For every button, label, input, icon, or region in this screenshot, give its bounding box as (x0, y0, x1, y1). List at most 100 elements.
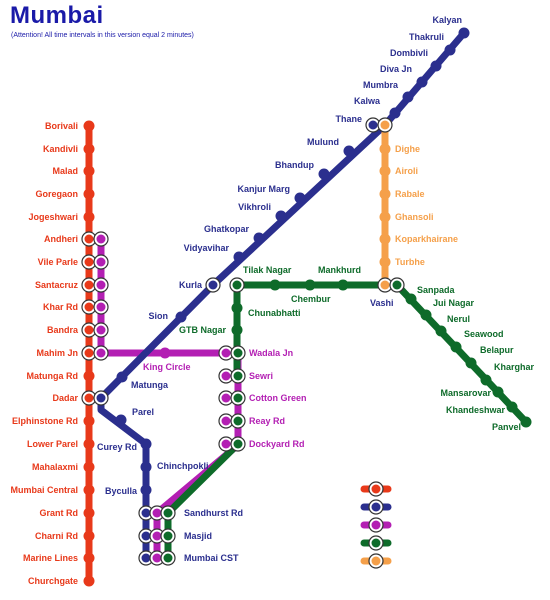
station-label-king-circle: King Circle (143, 362, 191, 372)
station-kalwa[interactable] (389, 107, 401, 119)
station-masjid-trans-core (163, 531, 173, 541)
station-mahalaxmi[interactable] (83, 461, 95, 473)
station-curey-rd[interactable] (140, 438, 152, 450)
station-sanpada[interactable] (405, 293, 417, 305)
station-label-jui-nagar: Jui Nagar (433, 298, 475, 308)
station-chinchpokli[interactable] (140, 461, 152, 473)
station-label-jogeshwari: Jogeshwari (28, 212, 78, 222)
station-turbhe[interactable] (379, 256, 391, 268)
station-airoli[interactable] (379, 165, 391, 177)
station-label-parel: Parel (132, 407, 154, 417)
station-label-koparkhairane: Koparkhairane (395, 234, 458, 244)
trans-harbour-line-panvel (393, 281, 530, 426)
station-label-kalyan: Kalyan (432, 15, 462, 25)
station-mankhurd[interactable] (337, 279, 349, 291)
station-label-belapur: Belapur (480, 345, 514, 355)
station-label-khandeshwar: Khandeshwar (446, 405, 506, 415)
station-label-sandhurst-rd: Sandhurst Rd (184, 508, 243, 518)
station-label-chembur: Chembur (291, 294, 331, 304)
station-ghansoli[interactable] (379, 211, 391, 223)
station-dombivli[interactable] (430, 60, 442, 72)
station-label-kharghar: Kharghar (494, 362, 535, 372)
station-panvel[interactable] (520, 416, 532, 428)
station-churchgate[interactable] (83, 575, 95, 587)
station-label-diva-jn: Diva Jn (380, 64, 412, 74)
legend-marker-core-trans-harbour (371, 538, 381, 548)
station-cotton-green-core (221, 393, 231, 403)
station-kandivli[interactable] (83, 143, 95, 155)
map-title: Mumbai (10, 2, 104, 29)
station-label-khar-rd: Khar Rd (43, 302, 78, 312)
station-label-dombivli: Dombivli (390, 48, 428, 58)
station-label-vidyavihar: Vidyavihar (184, 243, 230, 253)
station-king-circle[interactable] (159, 347, 171, 359)
harbour-station-4-core (96, 325, 106, 335)
station-label-cotton-green: Cotton Green (249, 393, 307, 403)
station-label-ghatkopar: Ghatkopar (204, 224, 250, 234)
station-thane-orange-core (380, 120, 390, 130)
legend-marker-core-western (371, 484, 381, 494)
station-label-mankhurd: Mankhurd (318, 265, 361, 275)
station-mumbai-cst-trans-core (163, 553, 173, 563)
station-seawood[interactable] (450, 341, 462, 353)
station-borivali[interactable] (83, 120, 95, 132)
station-grant-rd[interactable] (83, 507, 95, 519)
station-label-tilak-nagar: Tilak Nagar (243, 265, 292, 275)
station-elphinstone-rd[interactable] (83, 415, 95, 427)
station-label-mumbra: Mumbra (363, 80, 399, 90)
station-thakruli[interactable] (444, 44, 456, 56)
station-nerul[interactable] (435, 325, 447, 337)
station-label-sanpada: Sanpada (417, 285, 456, 295)
station-kalyan[interactable] (458, 27, 470, 39)
station-chembur[interactable] (269, 279, 281, 291)
station-jui-nagar[interactable] (420, 309, 432, 321)
station-parel[interactable] (115, 414, 127, 426)
station-mansarovar[interactable] (492, 386, 504, 398)
station-sandhurst-rd-central-core (141, 508, 151, 518)
station-jogeshwari[interactable] (83, 211, 95, 223)
station-mumbai-central[interactable] (83, 484, 95, 496)
station-sandhurst-rd-harbour-core (152, 508, 162, 518)
station-rabale[interactable] (379, 188, 391, 200)
station-chunabhatti[interactable] (231, 302, 243, 314)
station-kanjur-marg[interactable] (294, 192, 306, 204)
station-diva-jn[interactable] (416, 76, 428, 88)
station-ghatkopar[interactable] (253, 232, 265, 244)
station-belapur[interactable] (465, 357, 477, 369)
station-label-goregaon: Goregaon (35, 189, 78, 199)
station-label-rabale: Rabale (395, 189, 425, 199)
station-mulund[interactable] (343, 145, 355, 157)
station-byculla[interactable] (140, 484, 152, 496)
station-lower-parel[interactable] (83, 438, 95, 450)
station-kharghar[interactable] (480, 374, 492, 386)
station-vikhroli[interactable] (275, 210, 287, 222)
station-label-wadala-jn: Wadala Jn (249, 348, 293, 358)
station-label-reay-rd: Reay Rd (249, 416, 285, 426)
station-charni-rd[interactable] (83, 530, 95, 542)
station-gtb-nagar[interactable] (231, 324, 243, 336)
station-vidyavihar[interactable] (233, 251, 245, 263)
station-marine-lines[interactable] (83, 552, 95, 564)
station-dighe[interactable] (379, 143, 391, 155)
harbour-station-1-core (96, 257, 106, 267)
station-mumbra[interactable] (402, 91, 414, 103)
station-tilak-nagar[interactable] (304, 279, 316, 291)
station-matunga[interactable] (116, 371, 128, 383)
station-reay-rd-core (221, 416, 231, 426)
station-khandeshwar[interactable] (506, 401, 518, 413)
station-label-kalwa: Kalwa (354, 96, 381, 106)
station-malad[interactable] (83, 165, 95, 177)
station-goregaon[interactable] (83, 188, 95, 200)
station-label-mansarovar: Mansarovar (440, 388, 491, 398)
station-label-andheri: Andheri (44, 234, 78, 244)
station-label-curey-rd: Curey Rd (97, 442, 137, 452)
station-sion[interactable] (175, 311, 187, 323)
station-matunga-rd[interactable] (83, 370, 95, 382)
station-label-dadar: Dadar (52, 393, 78, 403)
station-koparkhairane[interactable] (379, 233, 391, 245)
station-label-mumbai-central: Mumbai Central (10, 485, 78, 495)
station-label-elphinstone-rd: Elphinstone Rd (12, 416, 78, 426)
station-label-nerul: Nerul (447, 314, 470, 324)
station-sandhurst-rd-trans-core (163, 508, 173, 518)
station-bhandup[interactable] (318, 168, 330, 180)
